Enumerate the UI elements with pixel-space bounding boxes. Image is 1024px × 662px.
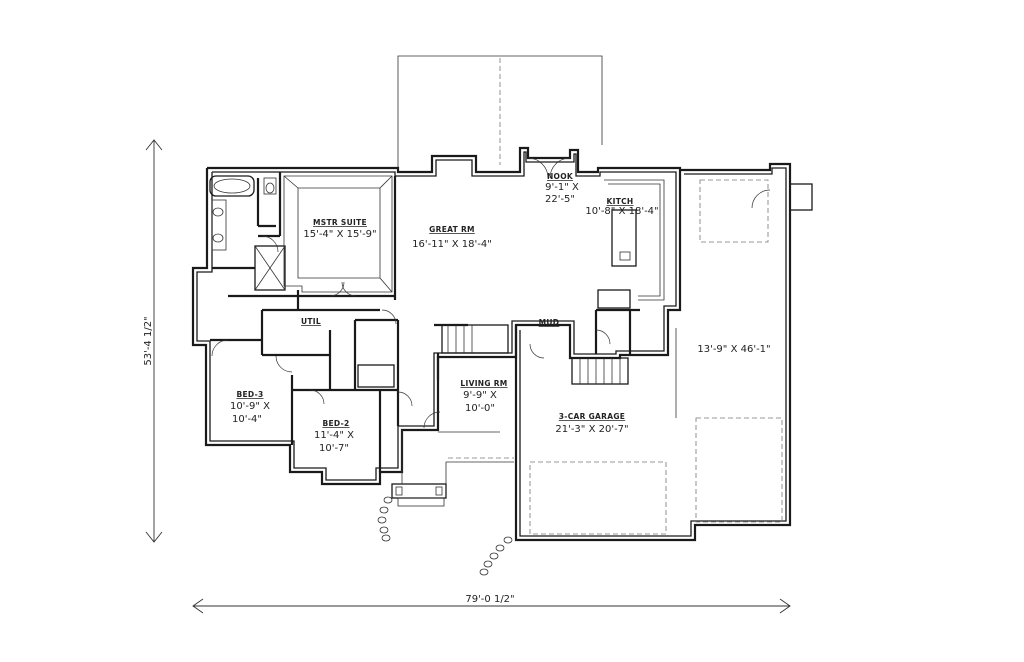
room-mud: MUD xyxy=(539,318,560,327)
room-name: MSTR SUITE xyxy=(313,218,367,227)
room-dimensions: 21'-3" X 20'-7" xyxy=(555,424,628,435)
room-name: UTIL xyxy=(301,317,321,326)
garage-parking-areas xyxy=(529,179,783,535)
room-name: NOOK xyxy=(547,172,574,181)
room-name: BED-2 xyxy=(322,419,349,428)
room-name: LIVING RM xyxy=(460,379,507,388)
room-name: 3-CAR GARAGE xyxy=(559,412,625,421)
room-dimensions-line2: 10'-0" xyxy=(465,403,495,414)
overall-width-label: 79'-0 1/2" xyxy=(465,594,514,605)
room-dimensions: 16'-11" X 18'-4" xyxy=(412,239,492,250)
stepping-stones xyxy=(377,496,513,576)
master-bath-fixtures xyxy=(209,175,277,251)
room-name: BED-3 xyxy=(236,390,263,399)
room-dimensions: 10'-8" X 18'-4" xyxy=(585,206,658,217)
room-rv-bay: 13'-9" X 46'-1" xyxy=(697,344,770,355)
overall-depth-label: 53'-4 1/2" xyxy=(143,316,154,365)
room-great-rm: GREAT RM 16'-11" X 18'-4" xyxy=(412,225,492,250)
room-dimensions-line2: 22'-5" xyxy=(545,194,575,205)
width-dimension: 79'-0 1/2" xyxy=(192,594,791,614)
suite-tray-ceiling xyxy=(283,175,393,293)
interior-walls xyxy=(210,172,665,472)
room-bed3: BED-3 10'-9" X 10'-4" xyxy=(230,390,270,425)
room-dimensions-line1: 11'-4" X xyxy=(314,430,354,441)
rear-patio xyxy=(397,55,603,168)
room-name: GREAT RM xyxy=(429,225,475,234)
room-mstr-suite: MSTR SUITE 15'-4" X 15'-9" xyxy=(303,218,376,240)
room-dimensions: 13'-9" X 46'-1" xyxy=(697,344,770,355)
room-name: KITCH xyxy=(607,197,634,206)
room-kitch: KITCH 10'-8" X 18'-4" xyxy=(585,197,658,217)
room-dimensions-line1: 9'-9" X xyxy=(463,390,497,401)
room-living-rm: LIVING RM 9'-9" X 10'-0" xyxy=(460,379,507,414)
room-dimensions: 15'-4" X 15'-9" xyxy=(303,229,376,240)
room-bed2: BED-2 11'-4" X 10'-7" xyxy=(314,419,354,454)
room-garage: 3-CAR GARAGE 21'-3" X 20'-7" xyxy=(555,412,628,435)
depth-dimension: 53'-4 1/2" xyxy=(143,139,163,543)
room-dimensions-line2: 10'-7" xyxy=(319,443,349,454)
room-util: UTIL xyxy=(301,317,321,326)
exterior-walls xyxy=(191,146,813,542)
room-nook: NOOK 9'-1" X 22'-5" xyxy=(545,172,579,205)
front-porch xyxy=(391,430,514,507)
room-dimensions-line1: 10'-9" X xyxy=(230,401,270,412)
room-dimensions-line2: 10'-4" xyxy=(232,414,262,425)
room-name: MUD xyxy=(539,318,560,327)
doors xyxy=(211,157,771,429)
room-dimensions-line1: 9'-1" X xyxy=(545,182,579,193)
